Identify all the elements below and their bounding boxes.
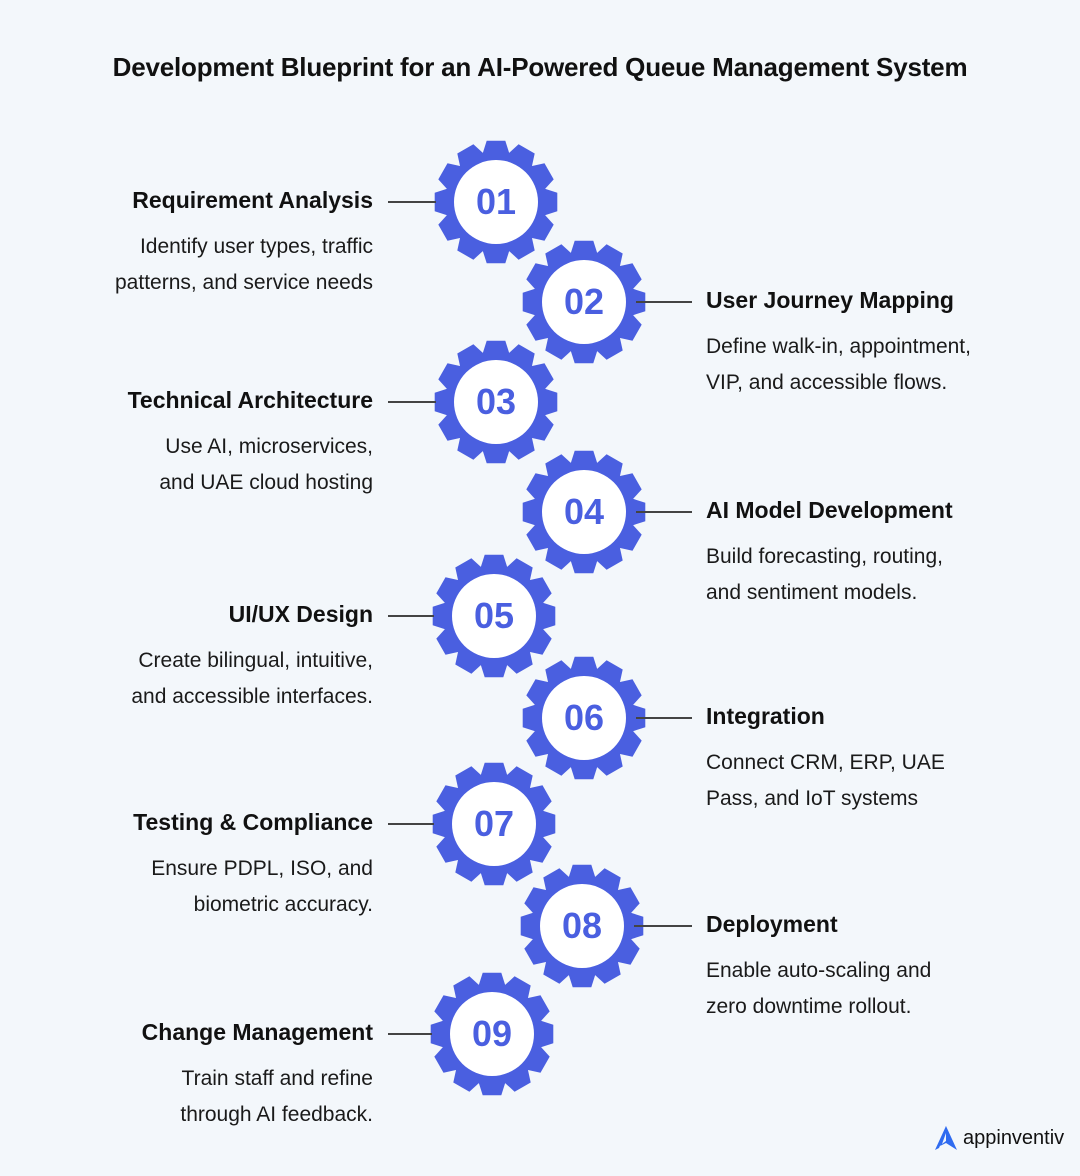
connector-line [634, 925, 692, 927]
gear-icon: 02 [519, 237, 649, 367]
gear-icon: 08 [517, 861, 647, 991]
step-04: AI Model Development Build forecasting, … [706, 495, 1026, 611]
gear-icon: 09 [427, 969, 557, 1099]
step-05: UI/UX Design Create bilingual, intuitive… [53, 599, 373, 715]
step-title: Deployment [706, 911, 838, 937]
step-title: Testing & Compliance [133, 809, 373, 835]
step-title: User Journey Mapping [706, 287, 954, 313]
connector-line [388, 401, 436, 403]
step-number: 05 [473, 595, 515, 636]
brand-logo: appinventiv [933, 1124, 1064, 1152]
step-number: 07 [473, 803, 515, 844]
step-title: AI Model Development [706, 497, 953, 523]
step-07: Testing & Compliance Ensure PDPL, ISO, a… [53, 807, 373, 923]
step-01: Requirement Analysis Identify user types… [53, 185, 373, 301]
step-number: 02 [563, 281, 605, 322]
step-description: Build forecasting, routing,and sentiment… [706, 545, 943, 604]
step-number: 01 [475, 181, 517, 222]
connector-line [636, 511, 692, 513]
step-03: Technical Architecture Use AI, microserv… [53, 385, 373, 501]
step-description: Define walk-in, appointment,VIP, and acc… [706, 335, 971, 394]
connector-line [636, 717, 692, 719]
step-number: 03 [475, 381, 517, 422]
gear-icon: 04 [519, 447, 649, 577]
step-description: Use AI, microservices,and UAE cloud host… [159, 435, 373, 494]
step-09: Change Management Train staff and refine… [53, 1017, 373, 1133]
gear-icon: 06 [519, 653, 649, 783]
step-title: Technical Architecture [127, 387, 373, 413]
gear-icon: 01 [431, 137, 561, 267]
connector-line [388, 615, 434, 617]
step-description: Create bilingual, intuitive,and accessib… [131, 649, 373, 708]
page-title: Development Blueprint for an AI-Powered … [112, 52, 968, 82]
logo-text: appinventiv [963, 1126, 1065, 1149]
connector-line [636, 301, 692, 303]
step-number: 04 [563, 491, 605, 532]
step-number: 06 [563, 697, 605, 738]
step-02: User Journey Mapping Define walk-in, app… [706, 285, 1026, 401]
step-title: Integration [706, 703, 825, 729]
step-title: UI/UX Design [228, 601, 373, 627]
appinventiv-logo-icon [935, 1126, 957, 1150]
gear-icon: 07 [429, 759, 559, 889]
step-title: Requirement Analysis [132, 187, 373, 213]
connector-line [388, 201, 436, 203]
connector-line [388, 1033, 432, 1035]
step-number: 08 [561, 905, 603, 946]
step-number: 09 [471, 1013, 513, 1054]
connector-line [388, 823, 434, 825]
gear-icon: 03 [431, 337, 561, 467]
gear-icon: 05 [429, 551, 559, 681]
step-title: Change Management [141, 1019, 373, 1045]
